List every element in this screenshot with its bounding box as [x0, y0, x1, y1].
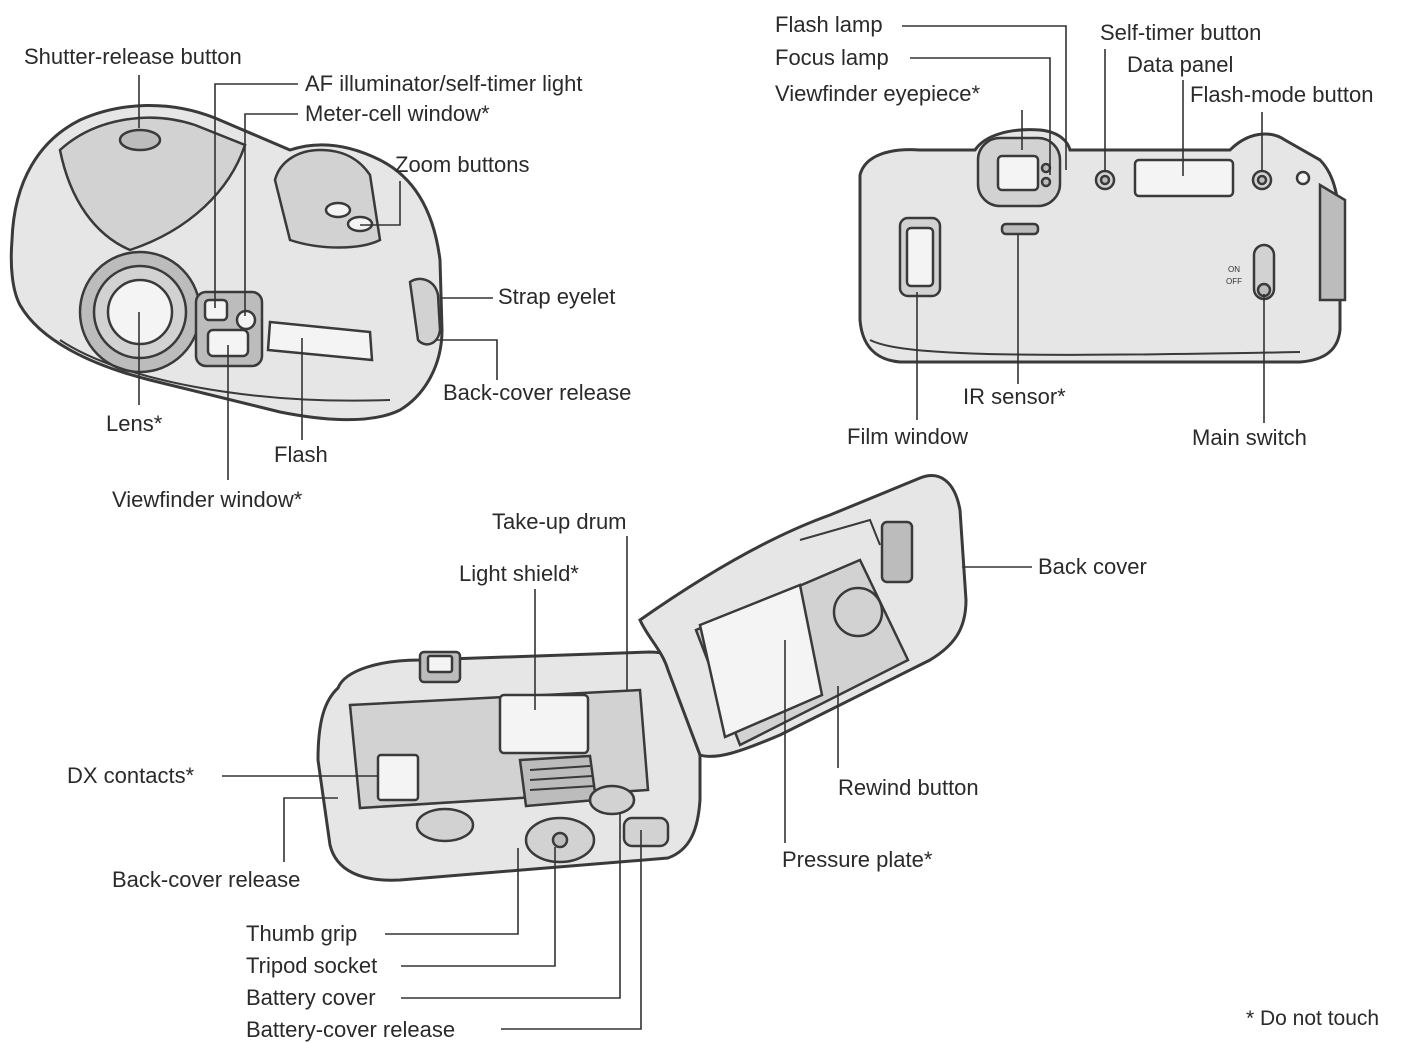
label-data-panel: Data panel [1127, 52, 1234, 77]
label-battery-cover-release: Battery-cover release [246, 1017, 456, 1042]
label-self-timer-button: Self-timer button [1100, 20, 1262, 45]
label-back-cover: Back cover [1038, 554, 1147, 579]
open-camera-drawing [316, 474, 968, 882]
label-pressure-plate: Pressure plate* [782, 847, 933, 872]
leader-lines [138, 25, 1265, 1030]
label-take-up-drum: Take-up drum [492, 509, 627, 534]
label-viewfinder-window: Viewfinder window* [112, 487, 303, 512]
label-main-switch: Main switch [1192, 425, 1307, 450]
label-battery-cover: Battery cover [246, 985, 376, 1010]
label-flash-lamp: Flash lamp [775, 12, 883, 37]
label-lens: Lens* [106, 411, 163, 436]
back-camera-drawing: ON OFF [858, 128, 1347, 364]
label-viewfinder-eyepiece: Viewfinder eyepiece* [775, 81, 981, 106]
label-rewind-button: Rewind button [838, 775, 979, 800]
label-dx-contacts: DX contacts* [67, 763, 195, 788]
label-zoom-buttons: Zoom buttons [395, 152, 530, 177]
label-meter-cell-window: Meter-cell window* [305, 101, 490, 126]
front-camera-drawing [9, 104, 444, 422]
label-flash: Flash [274, 442, 328, 467]
label-back-cover-release-front: Back-cover release [443, 380, 632, 405]
label-film-window: Film window [847, 424, 969, 449]
label-strap-eyelet: Strap eyelet [498, 284, 616, 309]
label-focus-lamp: Focus lamp [775, 45, 889, 70]
switch-label-on: ON [1228, 265, 1240, 274]
label-shutter-release-button: Shutter-release button [24, 44, 242, 69]
label-thumb-grip: Thumb grip [246, 921, 358, 946]
label-back-cover-release-open: Back-cover release [112, 867, 301, 892]
label-af-illuminator: AF illuminator/self-timer light [305, 71, 583, 96]
footnote: * Do not touch [1246, 1007, 1380, 1030]
switch-label-off: OFF [1226, 277, 1242, 286]
label-light-shield: Light shield* [459, 561, 579, 586]
label-flash-mode-button: Flash-mode button [1190, 82, 1374, 107]
label-ir-sensor: IR sensor* [963, 384, 1066, 409]
label-tripod-socket: Tripod socket [246, 953, 378, 978]
